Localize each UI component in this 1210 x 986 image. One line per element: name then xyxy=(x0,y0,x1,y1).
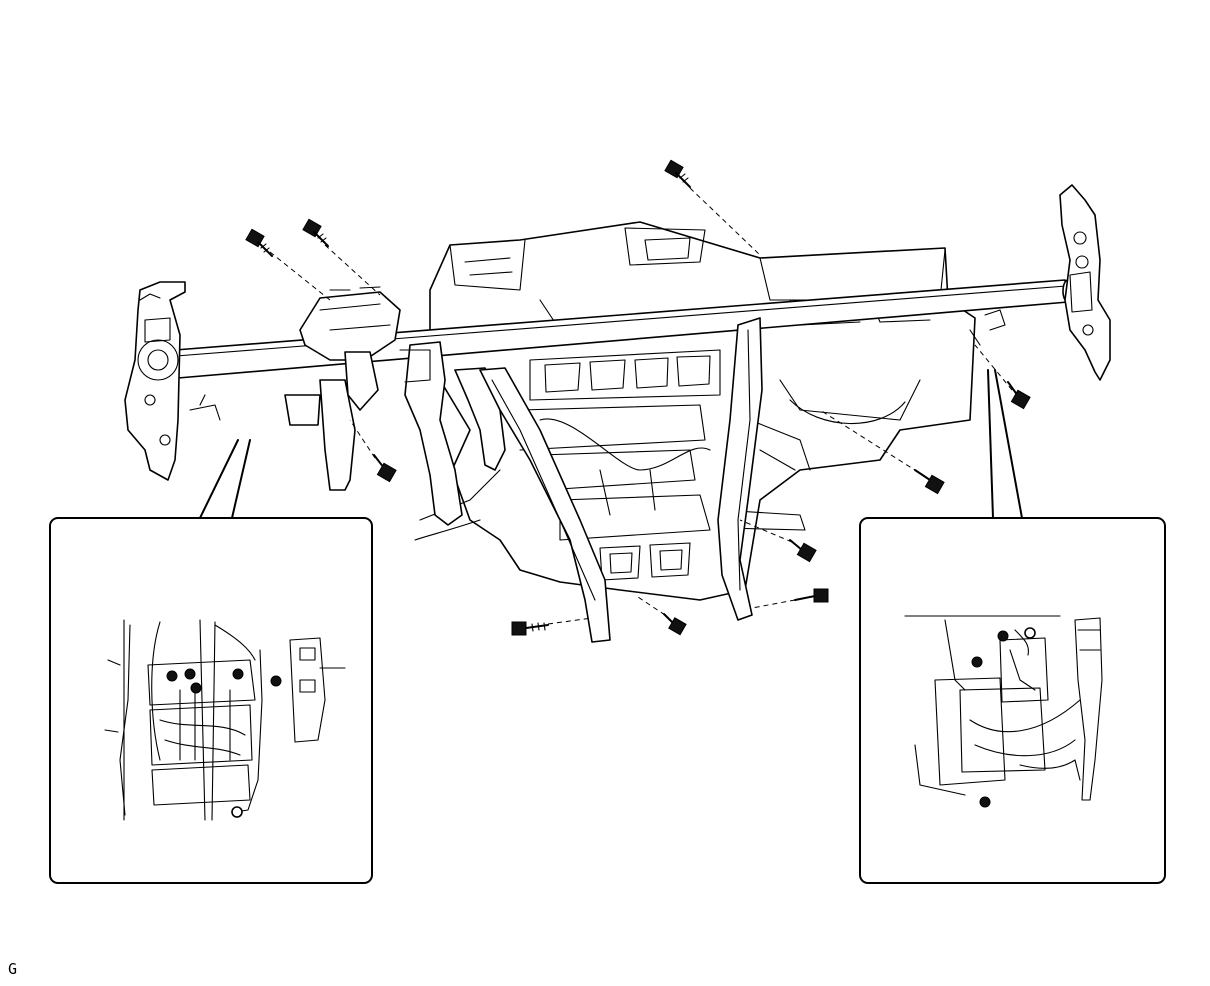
bolt-top-left-a xyxy=(245,228,331,301)
bolt-top-left-b xyxy=(302,218,381,296)
bolt-center-right xyxy=(819,409,945,495)
center-braces xyxy=(284,286,763,643)
figure-code-label: G xyxy=(8,960,18,978)
bolt-left-center xyxy=(349,419,397,483)
bolt-right-upper xyxy=(974,344,1031,410)
bolt-bottom-right xyxy=(751,588,829,609)
mounting-bolts xyxy=(245,159,1031,636)
bolt-top-center xyxy=(664,159,761,256)
bolt-bottom-left xyxy=(511,617,593,636)
bolt-bottom-center xyxy=(634,594,687,636)
detail-view-right xyxy=(859,369,1166,884)
detail-view-left xyxy=(49,439,373,884)
left-side-bracket xyxy=(124,281,221,481)
right-side-bracket xyxy=(969,184,1111,381)
bolt-right-lower xyxy=(739,519,817,563)
